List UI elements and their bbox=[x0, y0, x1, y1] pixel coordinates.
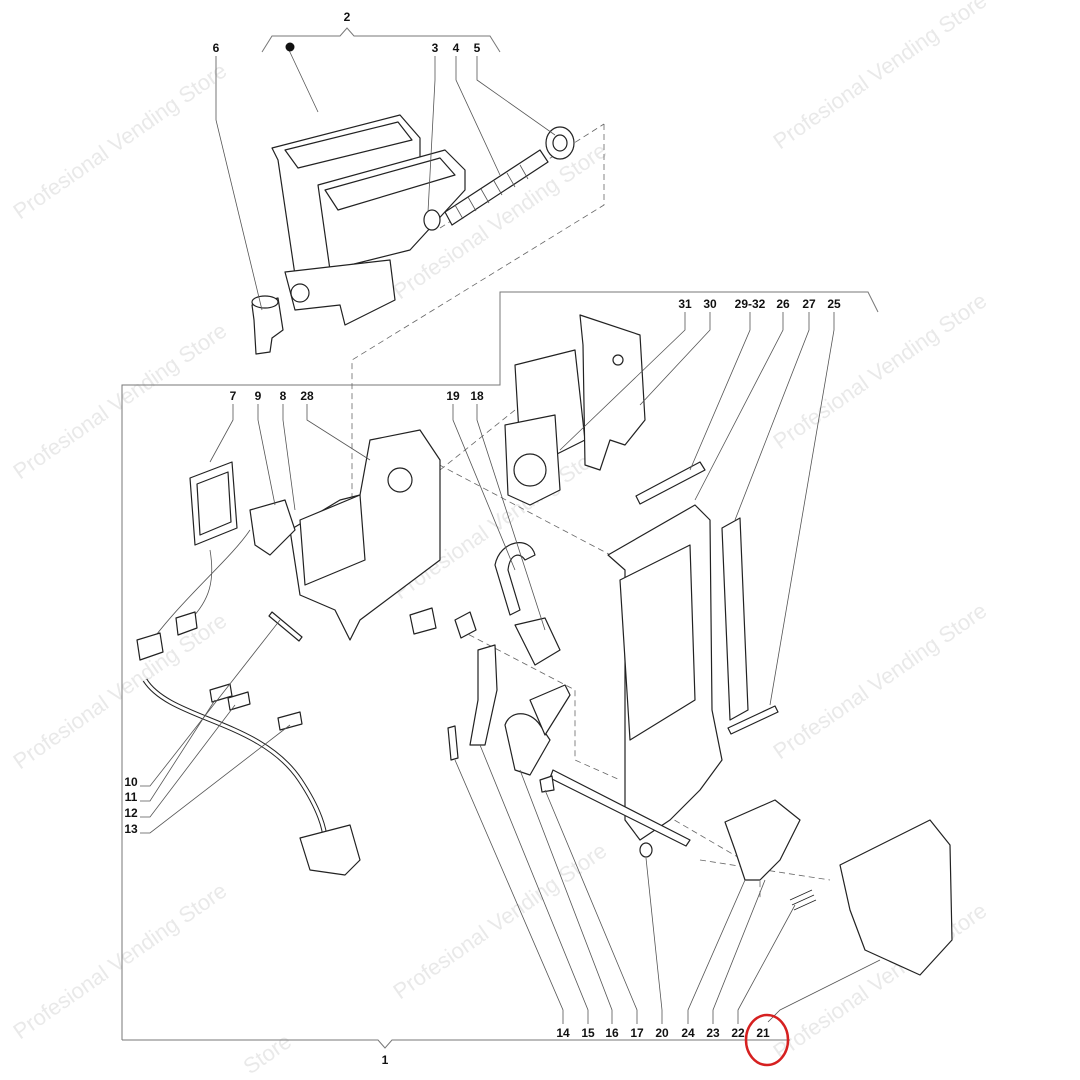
label-18: 18 bbox=[470, 389, 484, 403]
window-gasket bbox=[189, 461, 238, 546]
gasket-ring bbox=[423, 209, 441, 231]
cam-paddle bbox=[504, 684, 571, 776]
latch-block bbox=[724, 799, 801, 881]
label-19: 19 bbox=[446, 389, 460, 403]
watermark: Profesional Vending Store bbox=[769, 0, 992, 154]
label-8: 8 bbox=[280, 389, 287, 403]
part-labels: 2 6 3 4 5 31 30 29-32 26 27 25 7 9 8 28 … bbox=[124, 10, 841, 1067]
ring-nut bbox=[545, 126, 575, 160]
bushing bbox=[639, 842, 653, 858]
small-switch bbox=[409, 607, 437, 635]
label-29-32: 29-32 bbox=[735, 297, 766, 311]
label-10: 10 bbox=[124, 775, 138, 789]
label-24: 24 bbox=[681, 1026, 695, 1040]
label-3: 3 bbox=[432, 41, 439, 55]
lever-arm bbox=[549, 769, 691, 847]
outlet-spout bbox=[251, 295, 284, 355]
watermark: Store bbox=[239, 1028, 296, 1079]
label-27: 27 bbox=[802, 297, 816, 311]
label-12: 12 bbox=[124, 806, 138, 820]
label-30: 30 bbox=[703, 297, 717, 311]
torsion-spring bbox=[789, 889, 817, 911]
micro-lever bbox=[469, 644, 498, 746]
label-7: 7 bbox=[230, 389, 237, 403]
pin-rod bbox=[635, 461, 706, 505]
label-22: 22 bbox=[731, 1026, 745, 1040]
new-part-dot-icon bbox=[285, 42, 295, 52]
motor-bracket-frame bbox=[289, 429, 441, 641]
label-4: 4 bbox=[453, 41, 460, 55]
label-14: 14 bbox=[556, 1026, 570, 1040]
watermark: Profesional Vending Store bbox=[9, 608, 232, 774]
label-17: 17 bbox=[630, 1026, 644, 1040]
label-13: 13 bbox=[124, 822, 138, 836]
watermark: Profesional Vending Store bbox=[9, 58, 232, 224]
watermark: Profesional Vending Store bbox=[769, 288, 992, 454]
screw bbox=[268, 611, 303, 642]
bracket-group-1-bottom bbox=[122, 1039, 790, 1049]
hopper-container bbox=[271, 114, 466, 326]
label-26: 26 bbox=[776, 297, 790, 311]
long-pin bbox=[727, 705, 779, 735]
watermark: Profesional Vending Store bbox=[9, 318, 232, 484]
label-25: 25 bbox=[827, 297, 841, 311]
label-21: 21 bbox=[756, 1026, 770, 1040]
label-23: 23 bbox=[706, 1026, 720, 1040]
watermark: Profesional Vending Store bbox=[769, 598, 992, 764]
label-20: 20 bbox=[655, 1026, 669, 1040]
bracket-group-2 bbox=[261, 27, 501, 53]
label-15: 15 bbox=[581, 1026, 595, 1040]
highlight-circle-21 bbox=[744, 1013, 790, 1067]
guide-strip bbox=[721, 517, 749, 721]
label-11: 11 bbox=[125, 790, 138, 804]
hose-elbow bbox=[494, 542, 536, 616]
mounting-plate bbox=[607, 504, 723, 841]
dispensing-chute bbox=[839, 819, 953, 976]
auger-spring bbox=[444, 149, 549, 226]
label-5: 5 bbox=[474, 41, 481, 55]
sensor bbox=[454, 611, 477, 639]
label-6: 6 bbox=[213, 41, 220, 55]
sensor-microswitch bbox=[249, 499, 296, 556]
bracket-group-1 bbox=[121, 291, 879, 1040]
label-2: 2 bbox=[344, 10, 351, 24]
wiring-harness bbox=[136, 529, 361, 876]
flap-valve bbox=[514, 617, 561, 666]
label-1: 1 bbox=[382, 1053, 389, 1067]
leader-lines bbox=[140, 47, 881, 1024]
spring bbox=[447, 725, 459, 761]
label-9: 9 bbox=[255, 389, 262, 403]
small-screw bbox=[539, 775, 555, 793]
watermark: Profesional Vending Store bbox=[9, 878, 232, 1044]
watermarks: Profesional Vending Store Profesional Ve… bbox=[9, 0, 992, 1079]
label-28: 28 bbox=[300, 389, 314, 403]
motor-cover bbox=[579, 314, 646, 471]
label-16: 16 bbox=[605, 1026, 619, 1040]
label-31: 31 bbox=[678, 297, 692, 311]
motor-gearbox bbox=[504, 349, 586, 506]
